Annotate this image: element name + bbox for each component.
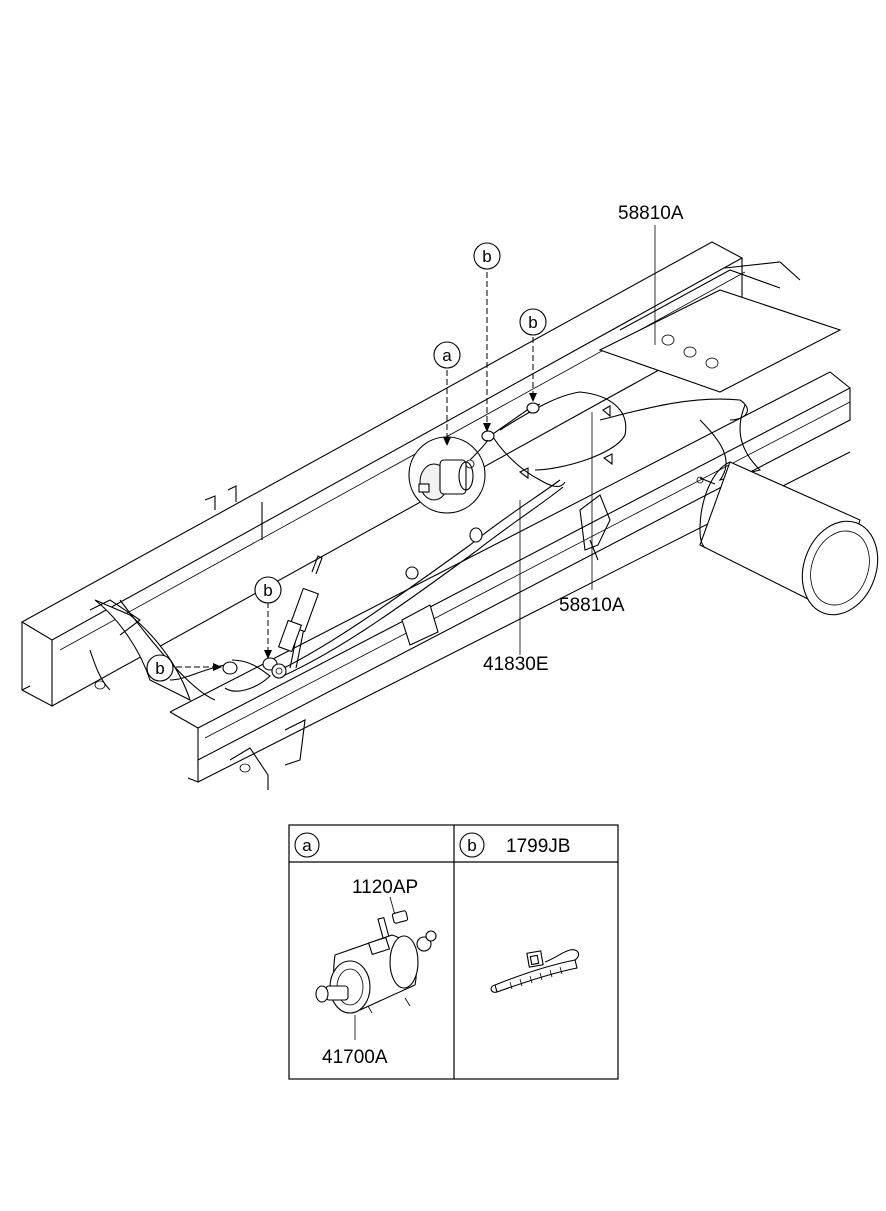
part-label-58810a-mid: 58810A bbox=[559, 595, 625, 616]
callout-b-left: b bbox=[146, 654, 174, 682]
legend-cell-b-illustration bbox=[490, 949, 580, 993]
chassis-frame bbox=[20, 241, 851, 790]
callout-b-front: b bbox=[254, 576, 282, 604]
air-tank bbox=[696, 461, 879, 616]
part-label-58810a-top: 58810A bbox=[618, 203, 684, 224]
svg-text:b: b bbox=[528, 313, 537, 332]
legend-part-41700a: 41700A bbox=[322, 1047, 388, 1068]
detail-circle-a bbox=[408, 436, 489, 514]
svg-text:b: b bbox=[482, 247, 491, 266]
svg-text:b: b bbox=[263, 581, 272, 600]
part-label-41830e: 41830E bbox=[483, 654, 549, 675]
svg-text:b: b bbox=[155, 659, 164, 678]
legend-cell-a-header: a bbox=[294, 832, 320, 858]
svg-text:b: b bbox=[467, 836, 476, 855]
callout-a-main: a bbox=[433, 341, 461, 369]
callout-b-right: b bbox=[519, 308, 547, 336]
legend-part-1120ap: 1120AP bbox=[352, 877, 418, 898]
legend-cell-a-illustration: 1120AP 41700A bbox=[315, 877, 437, 1068]
legend-part-1799jb: 1799JB bbox=[506, 836, 570, 857]
brake-lines bbox=[119, 391, 748, 701]
legend-cell-b-header: b 1799JB bbox=[459, 832, 570, 858]
svg-text:a: a bbox=[442, 346, 452, 365]
callout-leaders bbox=[176, 225, 656, 671]
svg-text:a: a bbox=[302, 836, 312, 855]
legend-table: a b 1799JB 1120AP 41700A bbox=[288, 824, 619, 1080]
callout-b-top: b bbox=[473, 242, 501, 270]
